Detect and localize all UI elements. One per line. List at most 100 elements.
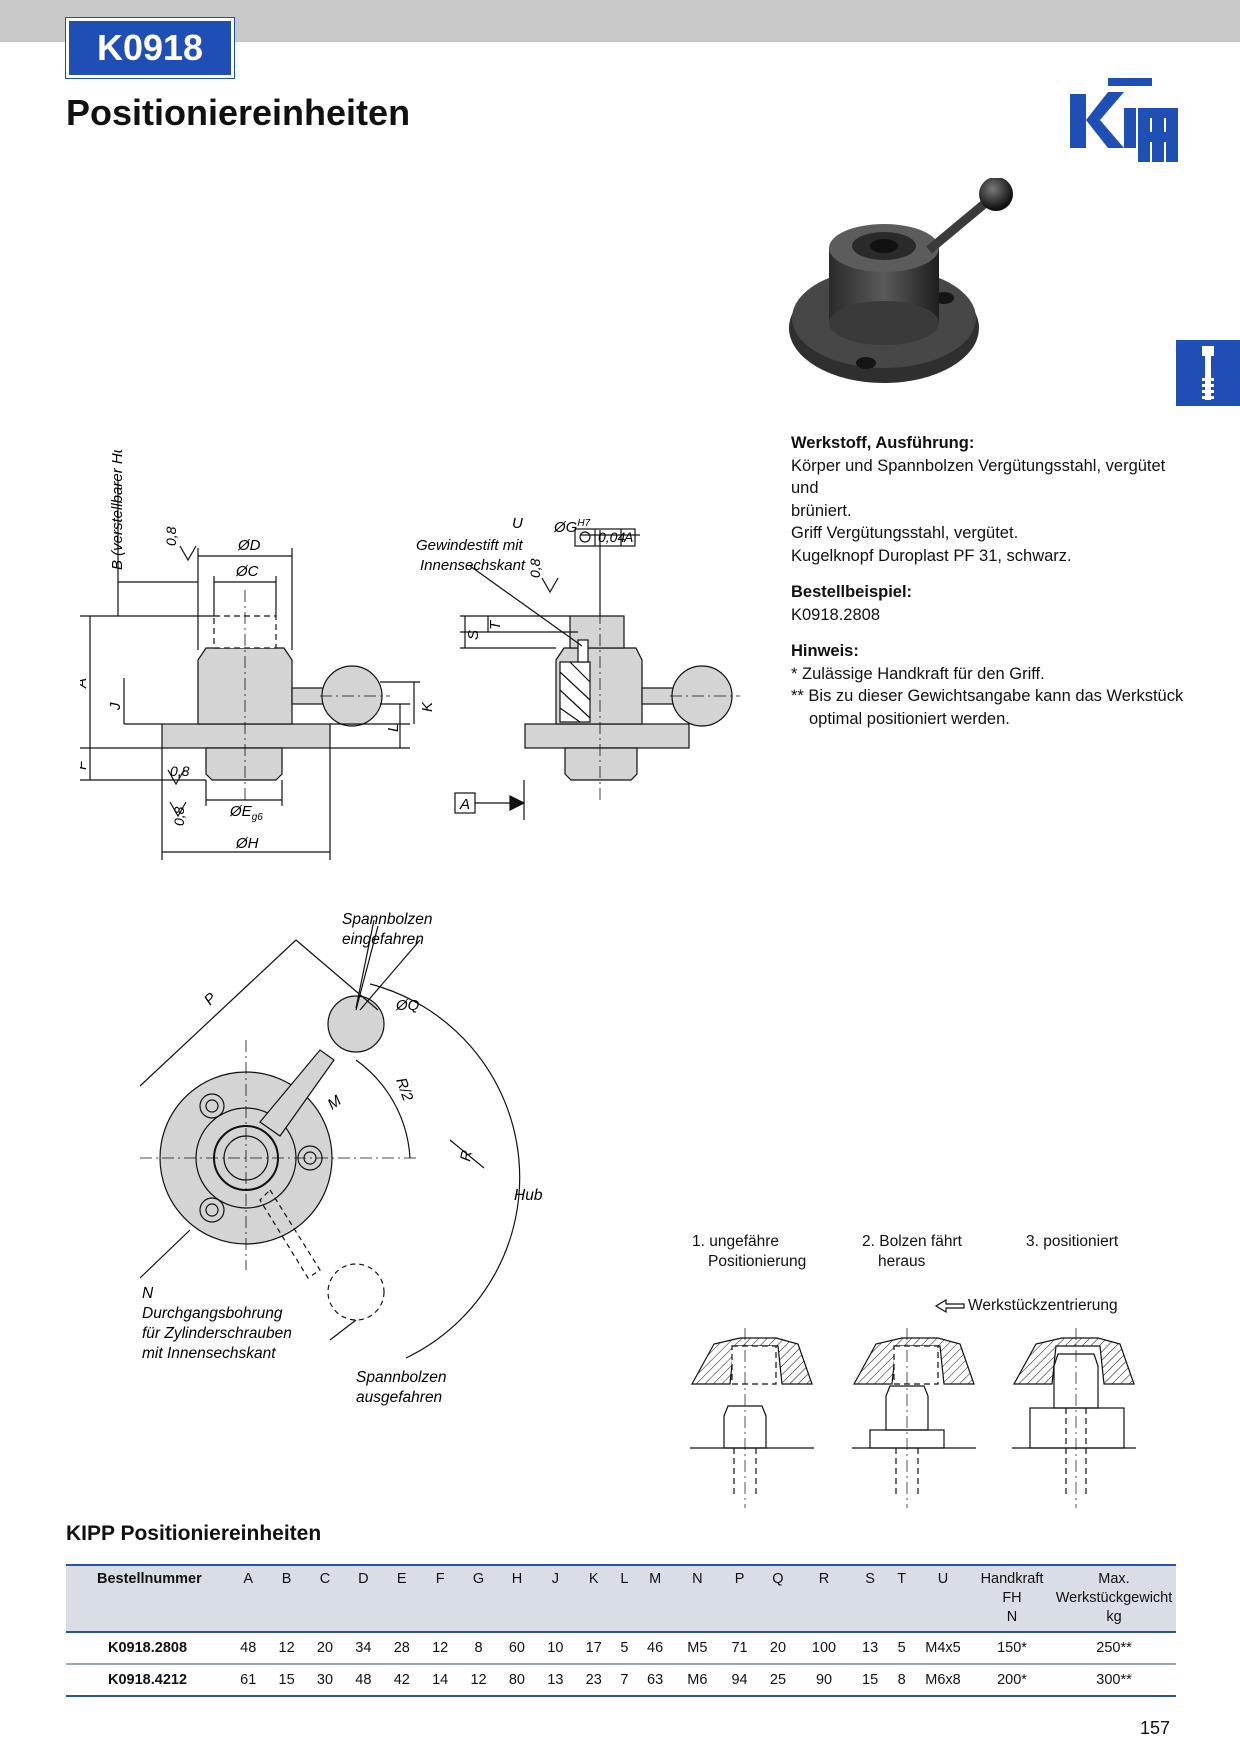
spannbolzen-out-label: ausgefahren xyxy=(356,1389,442,1406)
j-label: J xyxy=(107,702,124,711)
table-cell: 42 xyxy=(393,1672,410,1688)
column-header: D xyxy=(358,1571,369,1587)
tolerance-ref: A xyxy=(623,529,633,545)
column-header: E xyxy=(396,1571,407,1587)
table-cell: 20 xyxy=(758,1632,798,1665)
spannbolzen-in-label: Spannbolzen xyxy=(342,911,433,928)
column-header: Q xyxy=(772,1571,784,1587)
table-cell: 8 xyxy=(897,1672,906,1688)
order-heading: Bestellbeispiel: xyxy=(791,583,913,601)
column-header: N xyxy=(692,1571,703,1587)
table-cell: M6x8 xyxy=(925,1672,961,1688)
u-label: U xyxy=(512,515,523,532)
n-description: für Zylinderschrauben xyxy=(142,1325,292,1342)
roughness-label: 0,8 xyxy=(171,806,187,826)
material-line: Kugelknopf Duroplast PF 31, schwarz. xyxy=(791,546,1072,565)
roughness-label: 0,8 xyxy=(170,763,190,779)
table-cell: 300** xyxy=(1096,1672,1132,1688)
table-cell: 14 xyxy=(432,1672,449,1688)
category-side-tab xyxy=(1176,340,1240,406)
u-description: Innensechskant xyxy=(420,557,526,574)
specification-table: Bestellnummer A B C D E F G H J K L M N … xyxy=(66,1564,1176,1697)
table-cell: 12 xyxy=(470,1672,487,1688)
column-header: H xyxy=(511,1571,523,1587)
table-cell: 15 xyxy=(862,1672,879,1688)
step-3-label: 3. positioniert xyxy=(1026,1233,1119,1250)
page-number: 157 xyxy=(1140,1718,1171,1738)
table-cell: 7 xyxy=(620,1672,629,1688)
step-1-label: 1. ungefähre Positionierung xyxy=(692,1233,807,1270)
table-title: KIPP Positioniereinheiten xyxy=(66,1522,322,1545)
page-title: Positioniereinheiten xyxy=(66,92,411,133)
roughness-label: 0,8 xyxy=(527,558,543,578)
positioning-step-diagrams xyxy=(690,1298,1136,1508)
table-cell: 20 xyxy=(305,1632,345,1665)
column-header: R xyxy=(818,1571,830,1587)
table-cell: 61 xyxy=(240,1672,257,1688)
material-heading: Werkstoff, Ausführung: xyxy=(791,434,975,452)
step-2-label: 2. Bolzen fährt heraus xyxy=(862,1233,962,1270)
table-cell: 60 xyxy=(497,1632,537,1665)
column-header: K xyxy=(588,1571,599,1587)
m-label: M xyxy=(325,1092,345,1113)
column-header: A xyxy=(243,1571,254,1587)
column-header: L xyxy=(620,1571,629,1587)
table-cell: 15 xyxy=(278,1672,295,1688)
product-info: Werkstoff, Ausführung: Körper und Spannb… xyxy=(791,432,1191,744)
p-label: P xyxy=(201,990,220,1009)
note-line: * Zulässige Handkraft für den Griff. xyxy=(791,664,1045,683)
column-header: B xyxy=(281,1571,292,1587)
table-cell: 23 xyxy=(585,1672,602,1688)
column-header: S xyxy=(865,1571,875,1587)
column-header: F xyxy=(435,1571,445,1587)
r-label: R xyxy=(457,1149,476,1163)
h-label: ØH xyxy=(235,835,259,852)
table-cell: 8 xyxy=(459,1632,498,1665)
a-label: A xyxy=(80,678,90,689)
column-header: U xyxy=(937,1571,949,1587)
table-cell: 12 xyxy=(420,1632,460,1665)
kipp-logo-icon xyxy=(1070,78,1178,162)
table-cell: 13 xyxy=(850,1632,890,1665)
spannbolzen-out-label: Spannbolzen xyxy=(356,1369,447,1386)
centering-label: Werkstückzentrierung xyxy=(968,1297,1118,1314)
note-line: ** Bis zu dieser Gewichtsangabe kann das… xyxy=(791,687,1184,705)
table-cell: 100 xyxy=(797,1632,851,1665)
table-cell: 48 xyxy=(355,1672,372,1688)
table-cell: 13 xyxy=(547,1672,564,1688)
table-cell: 12 xyxy=(267,1632,306,1665)
spannbolzen-in-label: eingefahren xyxy=(342,931,424,948)
note-heading: Hinweis: xyxy=(791,642,859,660)
t-label: T xyxy=(487,619,504,630)
column-header: P xyxy=(734,1571,745,1587)
b-dimension-label: B (verstellbarer Hub) xyxy=(109,450,126,570)
k-label: K xyxy=(419,701,436,712)
table-cell: 46 xyxy=(635,1632,675,1665)
table-cell: 63 xyxy=(647,1672,664,1688)
table-cell: M5 xyxy=(674,1632,721,1665)
table-cell: 80 xyxy=(508,1672,525,1688)
l-label: L xyxy=(385,724,402,732)
table-cell: 90 xyxy=(815,1672,833,1688)
column-header: C xyxy=(319,1571,331,1587)
table-cell: 150* xyxy=(972,1632,1052,1665)
table-row: K0918.4212 61 15 30 48 42 14 12 80 13 23… xyxy=(66,1664,1176,1696)
table-row: K0918.2808 48 12 20 34 28 12 8 60 10 17 … xyxy=(66,1632,1176,1665)
table-cell: 25 xyxy=(769,1672,787,1688)
top-view-drawing: Spannbolzen eingefahren P ØQ R/2 M R Hub… xyxy=(139,911,543,1406)
table-cell: 250** xyxy=(1052,1632,1176,1665)
n-label: N xyxy=(142,1285,154,1302)
roughness-label: 0,8 xyxy=(163,526,179,546)
bolt-icon xyxy=(1202,346,1214,400)
f-label: F xyxy=(80,760,90,770)
note-line: optimal positioniert werden. xyxy=(809,709,1010,728)
table-cell: 48 xyxy=(229,1632,268,1665)
material-line: brüniert. xyxy=(791,501,852,520)
column-header: T xyxy=(897,1571,907,1587)
table-cell: M6 xyxy=(687,1672,708,1688)
material-line: Körper und Spannbolzen Vergütungsstahl, … xyxy=(791,456,1166,498)
table-cell: 10 xyxy=(536,1632,575,1665)
table-cell: 5 xyxy=(889,1632,914,1665)
e-label: ØEg6 xyxy=(229,803,263,823)
